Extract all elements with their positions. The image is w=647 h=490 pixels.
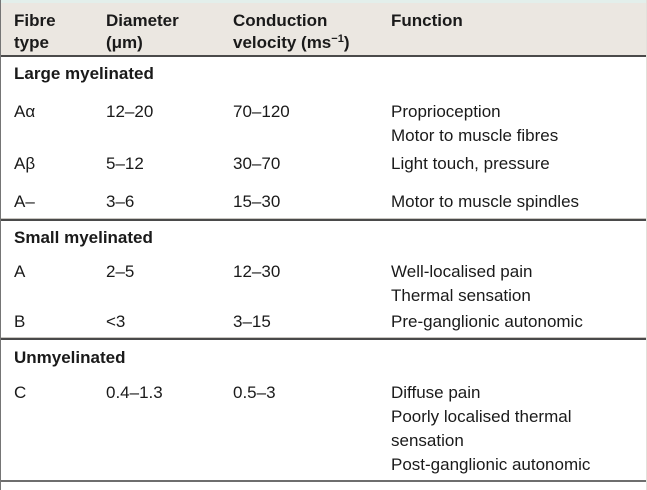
- header-diameter-line2: (μm): [106, 33, 143, 52]
- function-cell: Proprioception Motor to muscle fibres: [391, 100, 636, 148]
- header-function-line1: Function: [391, 11, 463, 30]
- function-cell: Light touch, pressure: [391, 152, 636, 176]
- fibre-type-cell: A–: [14, 192, 35, 211]
- function-line: Post-ganglionic autonomic: [391, 455, 591, 474]
- function-cell: Motor to muscle spindles: [391, 190, 636, 214]
- table-row: A 2–5 12–30 Well-localised pain Thermal …: [14, 260, 636, 308]
- function-cell: Diffuse pain Poorly localised thermal se…: [391, 381, 636, 477]
- header-diameter-line1: Diameter: [106, 11, 179, 30]
- header-velocity-unit-exponent: −1: [331, 33, 344, 45]
- fibre-type-cell: Aα: [14, 102, 36, 121]
- header-velocity-unit-base: velocity (ms: [233, 33, 332, 52]
- function-cell: Pre-ganglionic autonomic: [391, 310, 636, 334]
- diameter-cell: 2–5: [106, 262, 135, 281]
- function-line: Light touch, pressure: [391, 154, 550, 173]
- table-row: A– 3–6 15–30 Motor to muscle spindles: [14, 190, 636, 214]
- header-diameter: Diameter (μm): [106, 10, 233, 54]
- function-line: Motor to muscle spindles: [391, 192, 580, 211]
- table-row: Aβ 5–12 30–70 Light touch, pressure: [14, 152, 636, 176]
- header-velocity-line1: Conduction: [233, 11, 328, 30]
- function-line: Motor to muscle fibres: [391, 126, 559, 145]
- table-bottom-rule: [1, 480, 646, 482]
- function-line: Proprioception: [391, 102, 501, 121]
- function-line: Pre-ganglionic autonomic: [391, 312, 583, 331]
- fibre-type-cell: B: [14, 312, 26, 331]
- velocity-cell: 12–30: [233, 262, 281, 281]
- diameter-cell: 3–6: [106, 192, 135, 211]
- header-velocity-unit-close: ): [343, 33, 350, 52]
- header-function: Function: [391, 10, 636, 32]
- section-title: Large myelinated: [14, 64, 154, 83]
- function-line: Well-localised pain: [391, 262, 533, 281]
- table-row: B <3 3–15 Pre-ganglionic autonomic: [14, 310, 636, 334]
- diameter-cell: 5–12: [106, 154, 144, 173]
- header-conduction-velocity: Conduction velocity (ms−1): [233, 10, 391, 54]
- section-title: Unmyelinated: [14, 348, 126, 367]
- function-line: Thermal sensation: [391, 286, 531, 305]
- table-header-row: Fibre type Diameter (μm) Conduction velo…: [1, 3, 646, 57]
- section-large-myelinated: Large myelinated Aα 12–20 70–120 Proprio…: [1, 57, 646, 218]
- top-edge-strip: [1, 0, 646, 3]
- header-fibre-line2: type: [14, 33, 49, 52]
- diameter-cell: <3: [106, 312, 126, 331]
- section-divider: [1, 218, 646, 221]
- velocity-cell: 30–70: [233, 154, 281, 173]
- diameter-cell: 0.4–1.3: [106, 383, 163, 402]
- section-divider: [1, 337, 646, 340]
- function-cell: Well-localised pain Thermal sensation: [391, 260, 636, 308]
- function-line: Diffuse pain: [391, 383, 481, 402]
- function-line: Poorly localised thermal sensation: [391, 407, 572, 450]
- fibre-type-cell: Aβ: [14, 154, 36, 173]
- header-fibre-type: Fibre type: [14, 10, 106, 54]
- velocity-cell: 0.5–3: [233, 383, 276, 402]
- section-small-myelinated: Small myelinated A 2–5 12–30 Well-locali…: [1, 221, 646, 337]
- fibre-type-cell: A: [14, 262, 26, 281]
- table-row: Aα 12–20 70–120 Proprioception Motor to …: [14, 100, 636, 148]
- section-title: Small myelinated: [14, 228, 153, 247]
- diameter-cell: 12–20: [106, 102, 154, 121]
- velocity-cell: 15–30: [233, 192, 281, 211]
- section-unmyelinated: Unmyelinated C 0.4–1.3 0.5–3 Diffuse pai…: [1, 340, 646, 480]
- table-row: C 0.4–1.3 0.5–3 Diffuse pain Poorly loca…: [14, 381, 636, 477]
- velocity-cell: 3–15: [233, 312, 271, 331]
- fibre-type-cell: C: [14, 383, 27, 402]
- header-fibre-line1: Fibre: [14, 11, 56, 30]
- velocity-cell: 70–120: [233, 102, 290, 121]
- header-velocity-line2: velocity (ms−1): [233, 32, 391, 54]
